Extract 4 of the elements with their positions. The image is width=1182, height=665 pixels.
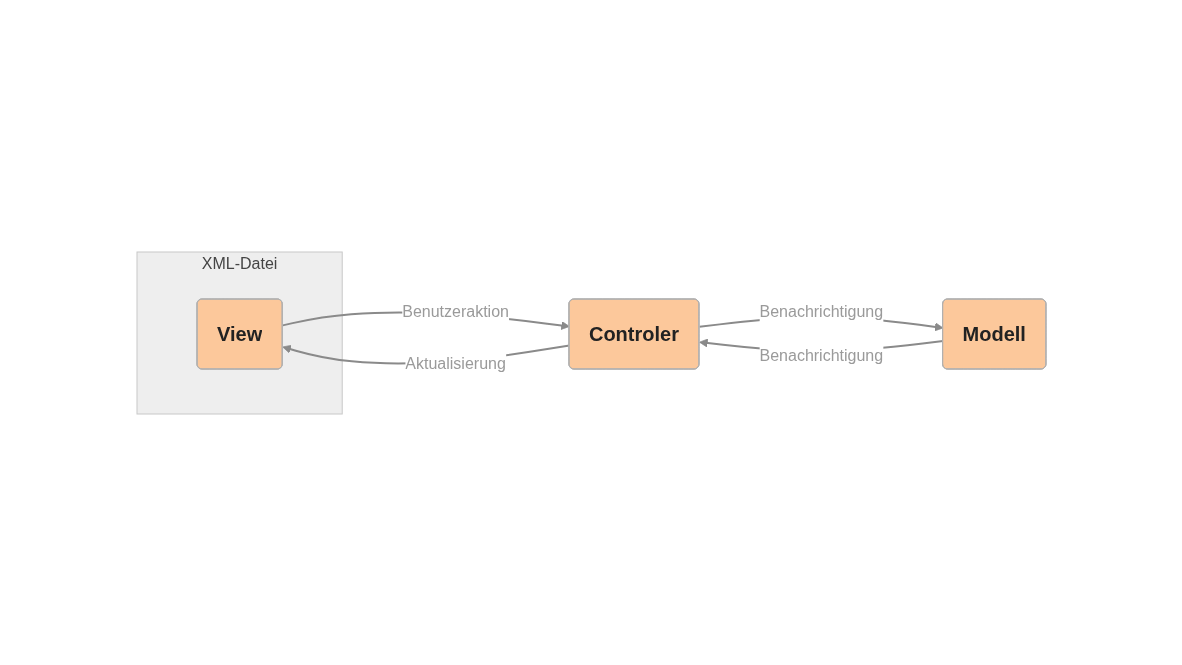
edge-label: Benachrichtigung [759,302,883,320]
edge-label: Benutzeraktion [401,302,509,320]
edge-label: Aktualisierung [404,354,506,372]
edge-label: Benachrichtigung [759,346,883,364]
